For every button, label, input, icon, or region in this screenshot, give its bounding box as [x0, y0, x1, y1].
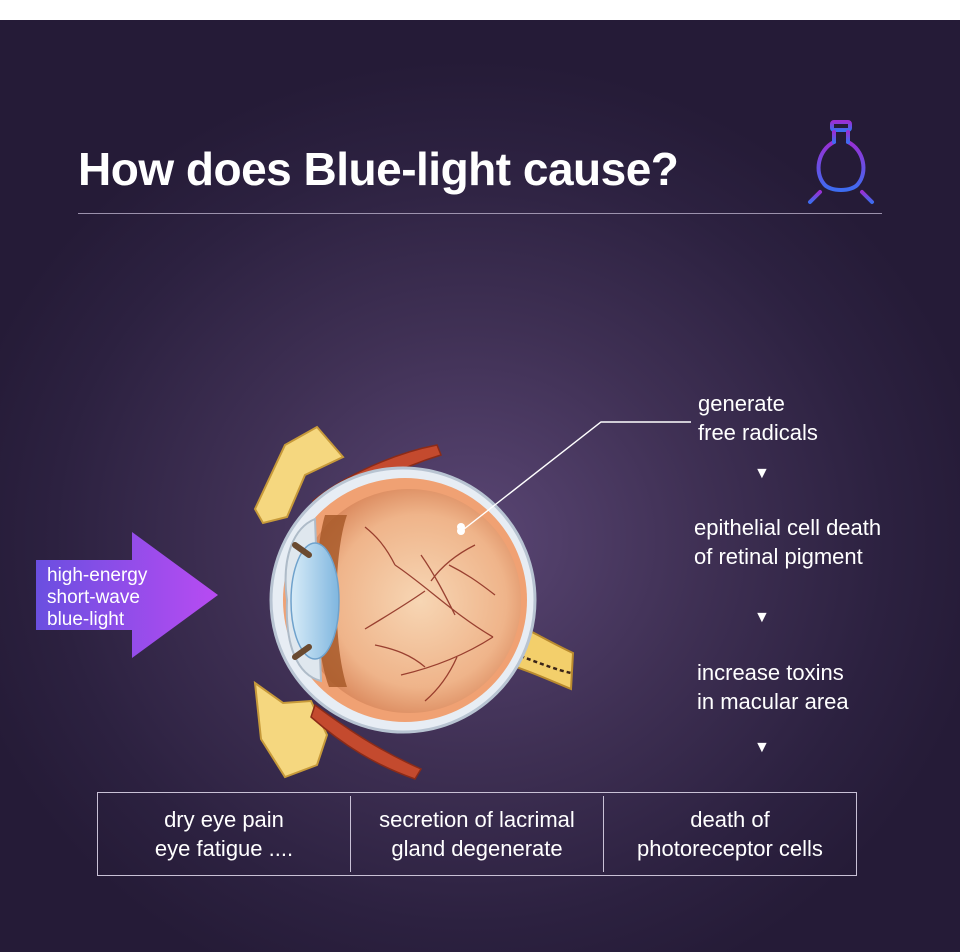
blue-light-arrow: [36, 532, 218, 658]
results-box: dry eye pain eye fatigue .... secretion …: [97, 792, 857, 876]
callout-leader-line: [457, 421, 691, 535]
result-photoreceptor-death: death of photoreceptor cells: [603, 796, 856, 872]
eye-cross-section-illustration: [253, 425, 575, 780]
step-arrow-down-icon: ▼: [754, 609, 770, 626]
title-divider: [78, 213, 882, 214]
infographic-panel: How does Blue-light cause?: [0, 20, 960, 952]
light-bulb-icon: [798, 120, 884, 212]
result-dry-eye: dry eye pain eye fatigue ....: [154, 807, 294, 861]
page-title: How does Blue-light cause?: [78, 143, 679, 195]
step-arrow-down-icon: ▼: [754, 465, 770, 482]
step-arrow-down-icon: ▼: [754, 739, 770, 756]
step-epithelial-cell-death: epithelial cell death of retinal pigment: [694, 515, 882, 569]
result-lacrimal-gland: secretion of lacrimal gland degenerate: [350, 796, 603, 872]
step-increase-toxins: increase toxins in macular area: [697, 660, 849, 714]
step-generate-free-radicals: generate free radicals: [698, 391, 818, 445]
light-source-label: high-energy short-wave blue-light: [47, 565, 148, 630]
